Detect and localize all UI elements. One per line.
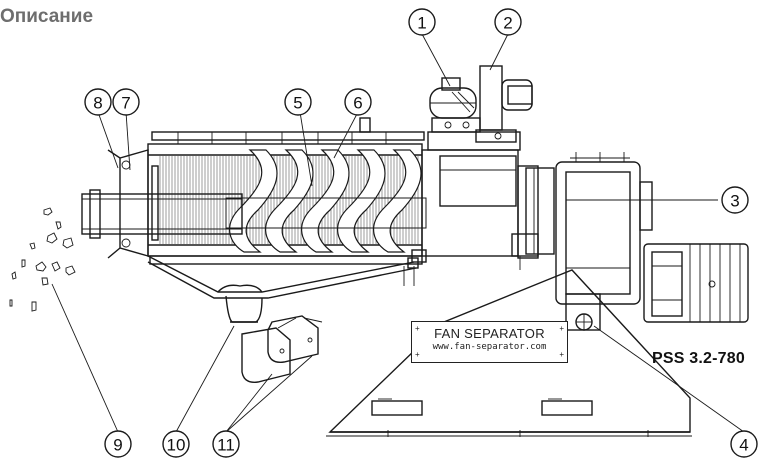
callout-3: 3 <box>721 186 749 214</box>
callout-number: 11 <box>217 436 235 455</box>
pump-motor <box>429 77 481 133</box>
callout-number: 1 <box>417 14 426 33</box>
callout-10: 10 <box>162 430 190 458</box>
callout-number: 5 <box>293 94 302 113</box>
screw-flight <box>301 149 350 253</box>
callout-5: 5 <box>284 88 312 116</box>
callout-4: 4 <box>730 430 758 458</box>
nameplate-brand: FAN SEPARATOR <box>434 326 545 341</box>
callout-11: 11 <box>212 430 240 458</box>
callout-2: 2 <box>494 8 522 36</box>
screw-flight <box>373 149 422 253</box>
solid-particles <box>9 207 76 312</box>
callout-number: 6 <box>353 94 362 113</box>
callout-6: 6 <box>344 88 372 116</box>
callout-number: 3 <box>730 192 739 211</box>
callout-number: 10 <box>167 436 186 455</box>
callout-number: 4 <box>739 436 748 455</box>
callout-8: 8 <box>84 88 112 116</box>
callout-number: 8 <box>93 94 102 113</box>
model-label: PSS 3.2-780 <box>652 350 745 367</box>
pivot-bolt <box>575 313 593 331</box>
gearbox <box>525 152 653 331</box>
callout-number: 7 <box>121 94 130 113</box>
callout-9: 9 <box>104 430 132 458</box>
section-heading: Описание <box>0 6 94 27</box>
nameplate-url: www.fan-separator.com <box>432 342 547 352</box>
callout-1: 1 <box>408 8 436 36</box>
inlet-housing <box>403 131 539 286</box>
screw-flight <box>337 149 386 253</box>
control-valve <box>475 65 533 143</box>
solid-discharge-bags <box>241 315 323 383</box>
drive-motor <box>643 243 749 323</box>
callout-7: 7 <box>112 88 140 116</box>
liquid-trough <box>147 255 417 323</box>
screw-shaft <box>225 197 427 229</box>
nameplate: + + + + FAN SEPARATOR www.fan-separator.… <box>411 321 568 363</box>
discharge-nozzle <box>81 149 243 259</box>
screw-flight <box>265 149 314 253</box>
callout-number: 9 <box>113 436 122 455</box>
callout-number: 2 <box>503 14 512 33</box>
leader-lines <box>51 33 745 433</box>
callouts: 1 2 3 4 5 6 78 9 10 11 <box>84 8 758 458</box>
